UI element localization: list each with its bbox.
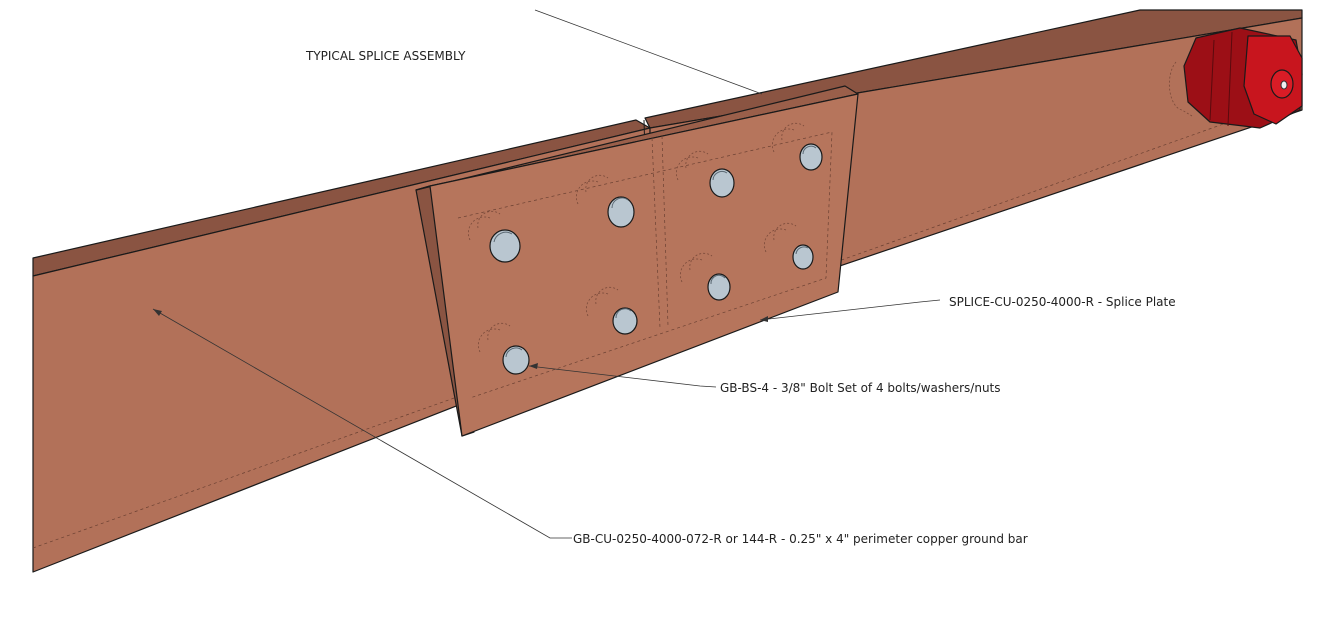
- bolt-holes: [489, 143, 823, 375]
- bolt-hole-3: [709, 168, 735, 198]
- bolt-set-label: GB-BS-4 - 3/8" Bolt Set of 4 bolts/washe…: [720, 381, 1001, 395]
- bolt-hole-7: [707, 273, 731, 301]
- splice-plate-label: SPLICE-CU-0250-4000-R - Splice Plate: [949, 295, 1176, 309]
- splice-plate-hidden-joint-b: [661, 135, 669, 327]
- splice-plate-hidden-joint-a: [651, 137, 661, 329]
- ground-bar-leader: [152, 308, 572, 539]
- diagram-title: TYPICAL SPLICE ASSEMBLY: [305, 49, 466, 63]
- bolt-set-leader: [528, 365, 717, 388]
- bolt-hole-6: [612, 307, 638, 335]
- hidden-washers: [468, 122, 805, 353]
- end-cap: [1168, 27, 1303, 129]
- bolt-hole-2: [607, 196, 635, 228]
- bolt-hole-1: [489, 229, 521, 263]
- bolt-hole-4: [799, 143, 823, 171]
- ground-bar-label: GB-CU-0250-4000-072-R or 144-R - 0.25" x…: [573, 532, 1028, 546]
- splice-plate: [429, 93, 859, 437]
- splice-plate-hidden-edge: [457, 131, 833, 399]
- title-leader: [534, 9, 763, 95]
- end-cap-bore: [1280, 80, 1288, 90]
- splice-plate-leader: [759, 299, 941, 321]
- bolt-hole-5: [502, 345, 530, 375]
- bolt-hole-8: [792, 244, 814, 270]
